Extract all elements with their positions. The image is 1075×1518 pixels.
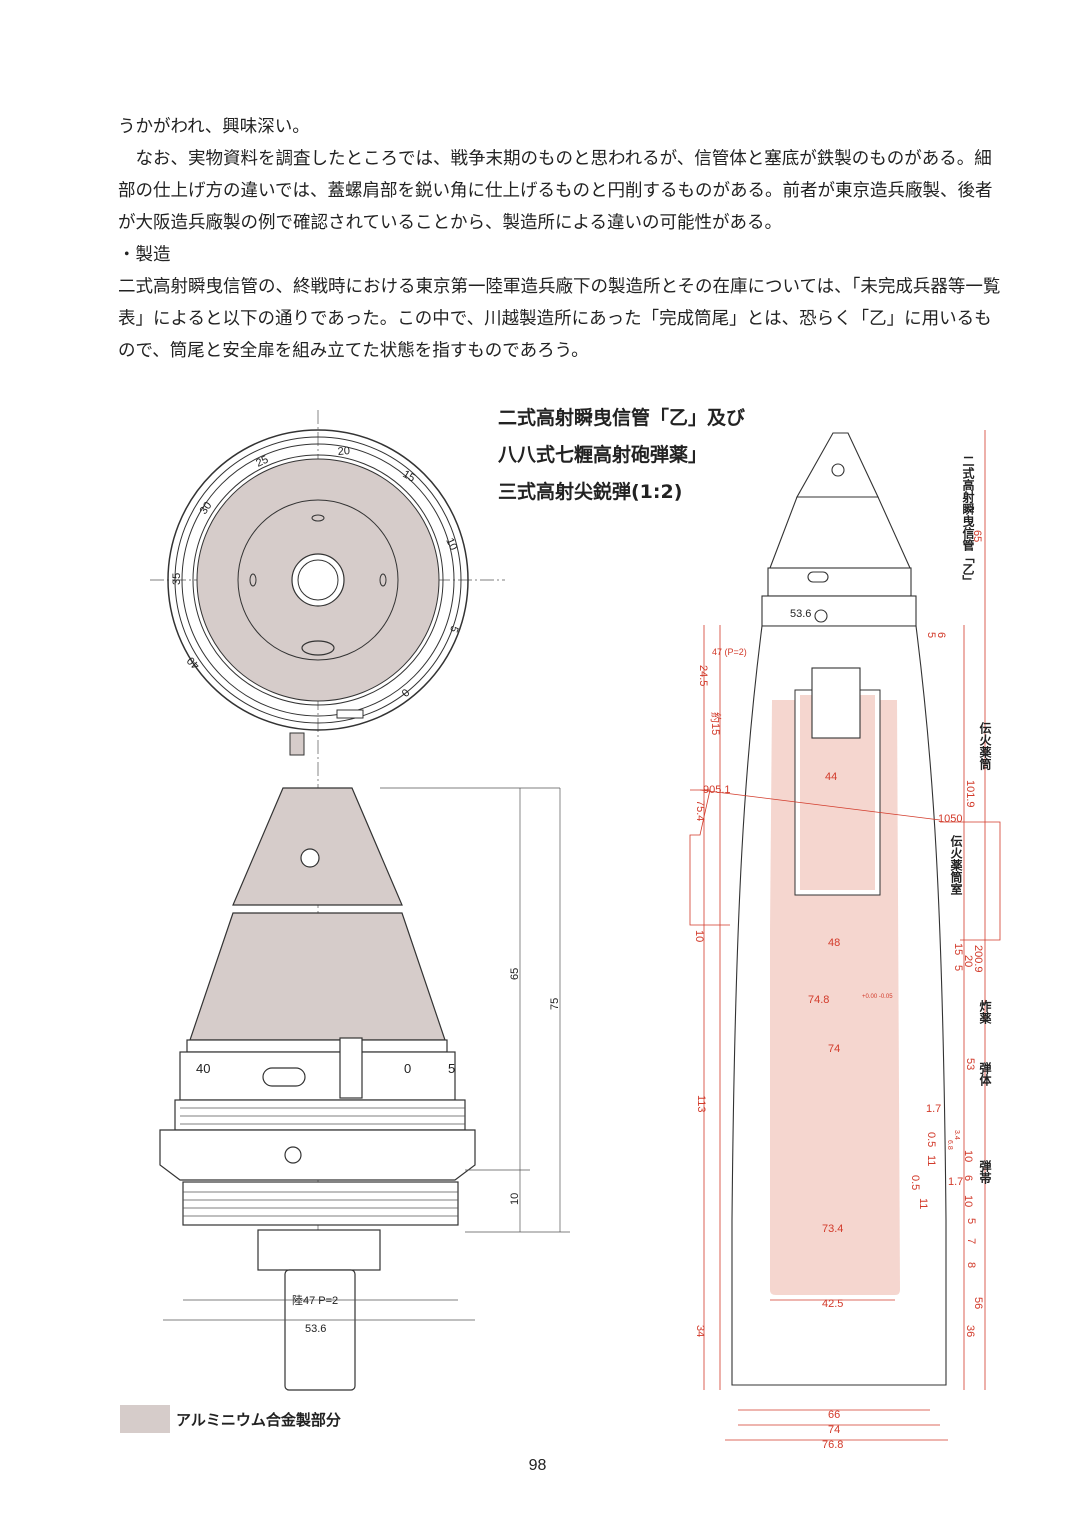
scale-label: 35 xyxy=(171,573,183,585)
dim-0-5-a: 0.5 xyxy=(925,1132,937,1147)
dim-10-b: 10 xyxy=(962,1195,974,1207)
dim-42-5: 42.5 xyxy=(822,1298,843,1310)
body-text: うかがわれ、興味深い。 なお、実物資料を調査したところでは、戦争末期のものと思わ… xyxy=(118,111,1008,367)
fuse-side-text: 40 0 5 65 75 10 陸47 P=2 53.6 xyxy=(196,968,561,1335)
figure-title: 二式高射瞬曳信管「乙」及び 八八式七糎高射砲弾薬」 三式高射尖鋭弾(1:2) xyxy=(498,400,745,511)
dim-113: 113 xyxy=(695,1095,707,1113)
dim-11-a: 11 xyxy=(925,1155,937,1166)
dim-thread: 47 (P=2) xyxy=(712,647,747,657)
dim-65: 65 xyxy=(509,968,521,980)
thread-dim: 陸47 P=2 xyxy=(292,1294,338,1307)
dim-36: 36 xyxy=(964,1325,976,1337)
dim-73-4: 73.4 xyxy=(822,1223,843,1235)
dim-76-8: 76.8 xyxy=(822,1439,843,1451)
dim-tolerance: +0.00 -0.05 xyxy=(862,994,893,1000)
scale-label: 15 xyxy=(401,468,418,485)
label-relay-tube: 伝火薬筒 xyxy=(978,721,992,771)
dim-34: 34 xyxy=(694,1325,706,1337)
dim-905-1: 905.1 xyxy=(703,784,731,796)
shell-text: 二式高射瞬曳信管「乙」 伝火薬筒 伝火薬筒室 炸薬 弾体 弾帯 65 53.6 … xyxy=(693,455,992,1451)
shell-section xyxy=(731,432,947,1386)
scale-label: 30 xyxy=(198,500,215,517)
fuse-vertical-label: 二式高射瞬曳信管「乙」 xyxy=(961,455,975,587)
label-band: 弾帯 xyxy=(978,1159,992,1185)
legend: アルミニウム合金製部分 xyxy=(120,1405,341,1433)
paragraph-2: 二式高射瞬曳信管の、終戦時における東京第一陸軍造兵廠下の製造所とその在庫について… xyxy=(118,277,1001,361)
dim-24-5: 24.5 xyxy=(697,665,709,686)
dim-0-5-b: 0.5 xyxy=(909,1175,921,1190)
figure-title-line-3: 三式高射尖鋭弾(1:2) xyxy=(498,481,683,503)
dim-5-top: 5 xyxy=(925,632,937,638)
paragraph-1: なお、実物資料を調査したところでは、戦争末期のものと思われるが、信管体と塞底が鉄… xyxy=(118,149,993,233)
dim-74-base: 74 xyxy=(828,1424,840,1436)
shell-red-dims xyxy=(689,430,1001,1441)
figure-title-line-2: 八八式七糎高射砲弾薬」 xyxy=(498,444,708,466)
dim-6-8: 6.8 xyxy=(946,1140,953,1150)
dim-15: 15 xyxy=(952,943,964,955)
fuse-side-lines xyxy=(163,787,570,1321)
dia-dim: 53.6 xyxy=(305,1323,326,1335)
dim-5-mid: 5 xyxy=(952,965,964,971)
scale-label-5: 5 xyxy=(448,1061,455,1076)
dim-200-9: 200.9 xyxy=(972,945,984,973)
label-relay-chamber: 伝火薬筒室 xyxy=(949,834,963,896)
page-number: 98 xyxy=(528,1457,547,1474)
dim-6-b: 6 xyxy=(962,1175,974,1181)
dim-75-4: 75.4 xyxy=(694,800,706,821)
legend-swatch xyxy=(120,1405,170,1433)
dim-1050: 1050 xyxy=(938,813,962,825)
scale-label-0: 0 xyxy=(404,1061,411,1076)
fuse-top-view xyxy=(150,410,505,1390)
scale-label: 25 xyxy=(254,454,270,470)
dim-10-shell: 10 xyxy=(693,930,705,942)
dim-approx-15: 約15 xyxy=(709,712,723,735)
dim-1-7-a: 1.7 xyxy=(926,1103,941,1115)
dim-101-9: 101.9 xyxy=(964,780,976,808)
label-body: 弾体 xyxy=(978,1061,992,1087)
dim-74: 74 xyxy=(828,1043,840,1055)
figure-title-line-1: 二式高射瞬曳信管「乙」及び xyxy=(498,407,746,429)
dim-10: 10 xyxy=(509,1193,521,1205)
dim-74-8: 74.8 xyxy=(808,994,829,1006)
scale-label-40: 40 xyxy=(196,1061,210,1076)
dim-8: 8 xyxy=(965,1262,977,1268)
dim-20: 20 xyxy=(962,955,974,967)
dim-10-a: 10 xyxy=(962,1150,974,1162)
dim-48: 48 xyxy=(828,937,840,949)
scale-label: 10 xyxy=(443,536,459,552)
dim-6-top: 6 xyxy=(935,632,947,638)
label-explosive: 炸薬 xyxy=(978,999,992,1025)
dim-65-shell: 65 xyxy=(971,530,983,542)
dim-5-b: 5 xyxy=(965,1218,977,1224)
dim-53-6: 53.6 xyxy=(790,608,811,620)
dim-7: 7 xyxy=(965,1238,977,1244)
scale-label: 5 xyxy=(447,624,460,634)
dim-53: 53 xyxy=(964,1058,976,1070)
dim-75: 75 xyxy=(549,998,561,1010)
scale-label: 20 xyxy=(337,445,350,458)
scale-label: 40 xyxy=(185,654,202,671)
legend-label: アルミニウム合金製部分 xyxy=(176,1410,341,1429)
dim-44: 44 xyxy=(825,771,837,783)
dim-66: 66 xyxy=(828,1409,840,1421)
dim-11-b: 11 xyxy=(917,1198,929,1209)
dim-1-7-b: 1.7 xyxy=(948,1176,963,1188)
dim-56: 56 xyxy=(972,1297,984,1309)
fuse-side-view xyxy=(159,787,476,1391)
text-line-1: うかがわれ、興味深い。 xyxy=(118,117,310,137)
dim-3-4: 3.4 xyxy=(953,1130,960,1140)
section-heading: ・製造 xyxy=(118,245,171,265)
